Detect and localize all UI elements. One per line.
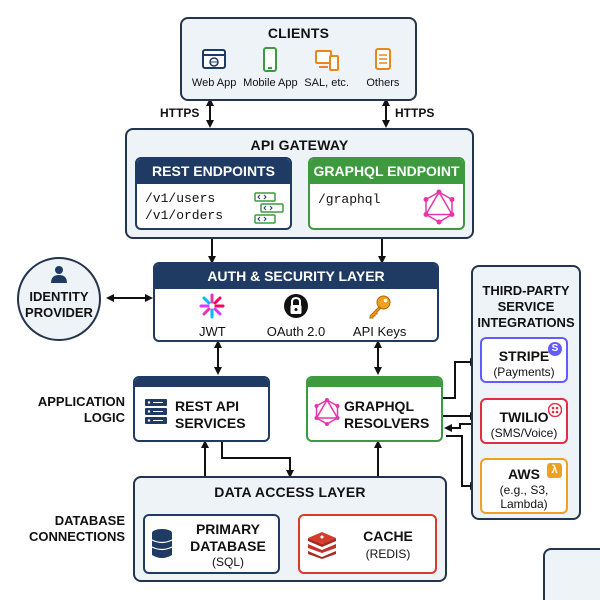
application-logic-label: APPLICATION LOGIC — [10, 394, 125, 426]
stripe-badge: S — [548, 342, 562, 356]
primary-database-box: PRIMARY DATABASE (SQL) — [143, 514, 280, 574]
primary-database-line1: PRIMARY — [195, 521, 261, 537]
clients-row: Web App Mobile App SAL, etc. — [182, 47, 415, 89]
auth-methods-row: JWT OAuth 2.0 API Keys — [155, 289, 437, 339]
third-party-title-line2: SERVICE — [497, 299, 555, 314]
jwt-icon — [199, 293, 225, 319]
aws-name: AWS — [508, 466, 540, 482]
auth-method-label: API Keys — [352, 324, 407, 339]
stripe-name: STRIPE — [498, 348, 550, 364]
database-icon — [151, 529, 173, 558]
primary-database-sub: (SQL) — [211, 555, 244, 569]
aws-desc-line2: Lambda) — [500, 497, 548, 511]
graphql-icon — [423, 189, 455, 225]
arrow-rest-services-cross — [221, 442, 294, 478]
client-label: SAL, etc. — [304, 77, 349, 89]
graphql-resolvers-line2: RESOLVERS — [344, 415, 430, 431]
auth-method-label: OAuth 2.0 — [266, 324, 326, 339]
graphql-endpoint-title: GRAPHQL ENDPOINT — [310, 159, 463, 184]
graphql-endpoint-box: GRAPHQL ENDPOINT /graphql — [308, 157, 465, 230]
api-gateway-title: API GATEWAY — [250, 137, 349, 153]
application-logic-line2: LOGIC — [83, 410, 125, 425]
client-mobile-app: Mobile App — [242, 47, 298, 89]
client-label: Web App — [191, 77, 237, 89]
browser-icon — [202, 49, 227, 69]
arrow-resolvers-aws — [446, 435, 478, 490]
partial-box-corner — [543, 548, 600, 600]
identity-provider-line1: IDENTITY — [29, 289, 89, 304]
primary-database-line2: DATABASE — [190, 538, 266, 554]
stripe-desc: (Payments) — [493, 365, 555, 379]
graphql-resolvers-line1: GRAPHQL — [344, 398, 414, 414]
identity-provider-node: IDENTITY PROVIDER — [17, 257, 101, 341]
graphql-resolvers-box: GRAPHQL RESOLVERS — [306, 376, 443, 442]
data-access-title: DATA ACCESS LAYER — [214, 484, 366, 500]
arrow-third-party-resolvers — [444, 423, 476, 432]
auth-security-title: AUTH & SECURITY LAYER — [155, 264, 437, 289]
database-connections-line2: CONNECTIONS — [28, 529, 125, 544]
oauth-lock-icon — [283, 294, 308, 318]
identity-provider-line2: PROVIDER — [25, 305, 93, 320]
cache-sub: (REDIS) — [365, 547, 411, 561]
devices-icon — [314, 50, 339, 71]
rest-api-services-box: REST API SERVICES — [133, 376, 270, 442]
https-label-left: HTTPS — [160, 106, 200, 120]
client-web-app: Web App — [186, 47, 242, 89]
auth-method-oauth: OAuth 2.0 — [256, 293, 336, 339]
auth-method-label: JWT — [198, 324, 226, 339]
client-label: Others — [366, 77, 400, 89]
redis-icon — [308, 532, 336, 559]
stripe-card: S STRIPE (Payments) — [480, 337, 568, 383]
code-endpoints-icon — [254, 192, 284, 224]
cache-box: CACHE (REDIS) — [298, 514, 437, 574]
third-party-title-line3: INTEGRATIONS — [477, 315, 575, 330]
user-icon — [51, 266, 67, 283]
database-connections-label: DATABASE CONNECTIONS — [5, 513, 125, 545]
misc-devices-icon — [374, 48, 391, 70]
aws-desc-line1: (e.g., S3, — [499, 483, 549, 497]
application-logic-line1: APPLICATION — [37, 394, 125, 409]
https-label-right: HTTPS — [395, 106, 435, 120]
server-stack-icon — [145, 399, 167, 424]
rest-path: /v1/orders — [145, 208, 224, 223]
twilio-desc: (SMS/Voice) — [490, 426, 558, 440]
key-icon — [369, 295, 391, 319]
client-others: Others — [355, 47, 411, 89]
auth-security-layer: AUTH & SECURITY LAYER JWT — [153, 262, 439, 342]
cache-name: CACHE — [363, 528, 413, 544]
clients-title: CLIENTS — [267, 25, 330, 41]
graphql-icon — [314, 398, 340, 426]
mobile-phone-icon — [263, 47, 278, 72]
clients-panel: CLIENTS Web App Mobile App SAL, — [180, 17, 417, 101]
auth-method-jwt: JWT — [177, 293, 247, 339]
arrow-resolvers-stripe — [443, 358, 478, 399]
twilio-card: TWILIO (SMS/Voice) — [480, 398, 568, 444]
database-connections-line1: DATABASE — [54, 513, 125, 528]
client-label: Mobile App — [243, 77, 298, 89]
twilio-name: TWILIO — [499, 409, 549, 425]
rest-endpoints-box: REST ENDPOINTS /v1/users /v1/orders — [135, 157, 292, 230]
twilio-icon — [548, 403, 562, 417]
rest-endpoints-title: REST ENDPOINTS — [137, 159, 290, 184]
client-sal: SAL, etc. — [299, 47, 355, 89]
aws-card: λ AWS (e.g., S3, Lambda) — [480, 458, 568, 514]
rest-api-services-line1: REST API — [175, 398, 240, 414]
rest-services-header — [135, 378, 268, 387]
third-party-title-line1: THIRD-PARTY — [482, 283, 570, 298]
graphql-path: /graphql — [318, 192, 381, 207]
aws-lambda-badge: λ — [547, 463, 562, 478]
auth-method-api-keys: API Keys — [345, 293, 415, 339]
rest-api-services-line2: SERVICES — [175, 415, 246, 431]
rest-path: /v1/users — [145, 191, 216, 206]
graphql-resolvers-header — [308, 378, 441, 387]
